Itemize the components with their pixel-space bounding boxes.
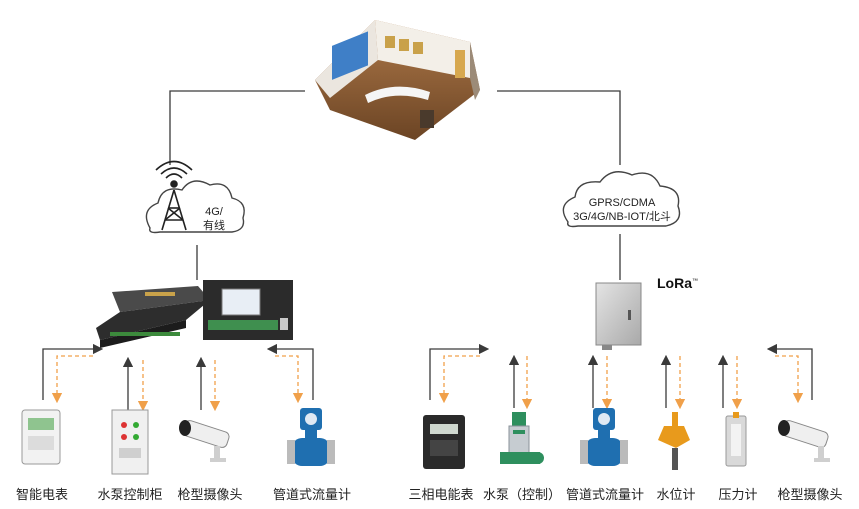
pump-control-cabinet-icon (111, 409, 149, 475)
lora-logo: LoRa™ (657, 275, 698, 291)
data-terminal-image (203, 280, 293, 340)
lora-logo-text: LoRa (657, 275, 692, 291)
device-label-pump-cabinet: 水泵控制柜 (97, 488, 163, 503)
three-phase-meter-icon (423, 415, 465, 469)
pipe-flowmeter-icon-left (287, 408, 335, 466)
bullet-camera-icon-right (778, 420, 830, 462)
cloud-gprs-right (562, 171, 681, 228)
device-label-flowmeter-right: 管道式流量计 (565, 488, 645, 503)
smart-meter-icon (21, 409, 61, 465)
water-level-gauge-icon (658, 412, 690, 470)
water-pump-icon (500, 412, 544, 464)
link-line-left (169, 90, 305, 165)
right-connection-arrows (429, 343, 813, 410)
pipe-flowmeter-icon-right (580, 408, 628, 466)
lora-trademark: ™ (692, 278, 698, 285)
signal-tower-icon (155, 160, 193, 231)
device-label-three-phase-meter: 三相电能表 (408, 488, 474, 503)
device-label-smart-meter: 智能电表 (15, 488, 69, 503)
cloud-right-line1: GPRS/CDMA (588, 197, 656, 209)
link-line-right (497, 90, 621, 165)
pressure-gauge-icon (725, 412, 747, 467)
cloud-left-line2: 有线 (203, 220, 225, 232)
bullet-camera-icon-left (179, 420, 230, 462)
rtu-controller-image (96, 286, 210, 348)
device-label-camera-right: 枪型摄像头 (777, 488, 843, 503)
cloud-right-text: GPRS/CDMA 3G/4G/NB-IOT/北斗 (560, 196, 684, 224)
device-label-camera-left: 枪型摄像头 (177, 488, 243, 503)
device-label-pressure: 压力计 (718, 488, 758, 503)
left-connection-arrows (42, 343, 314, 412)
device-label-flowmeter-left: 管道式流量计 (272, 488, 352, 503)
cloud-left-text: 4G/ 有线 (196, 205, 232, 233)
device-label-water-level: 水位计 (656, 488, 696, 503)
cloud-right-line2: 3G/4G/NB-IOT/北斗 (573, 211, 671, 223)
device-label-water-pump: 水泵（控制） (482, 488, 562, 503)
cloud-left-line1: 4G/ (205, 206, 223, 218)
control-room-image (315, 20, 480, 140)
lora-cabinet-image (595, 282, 642, 350)
